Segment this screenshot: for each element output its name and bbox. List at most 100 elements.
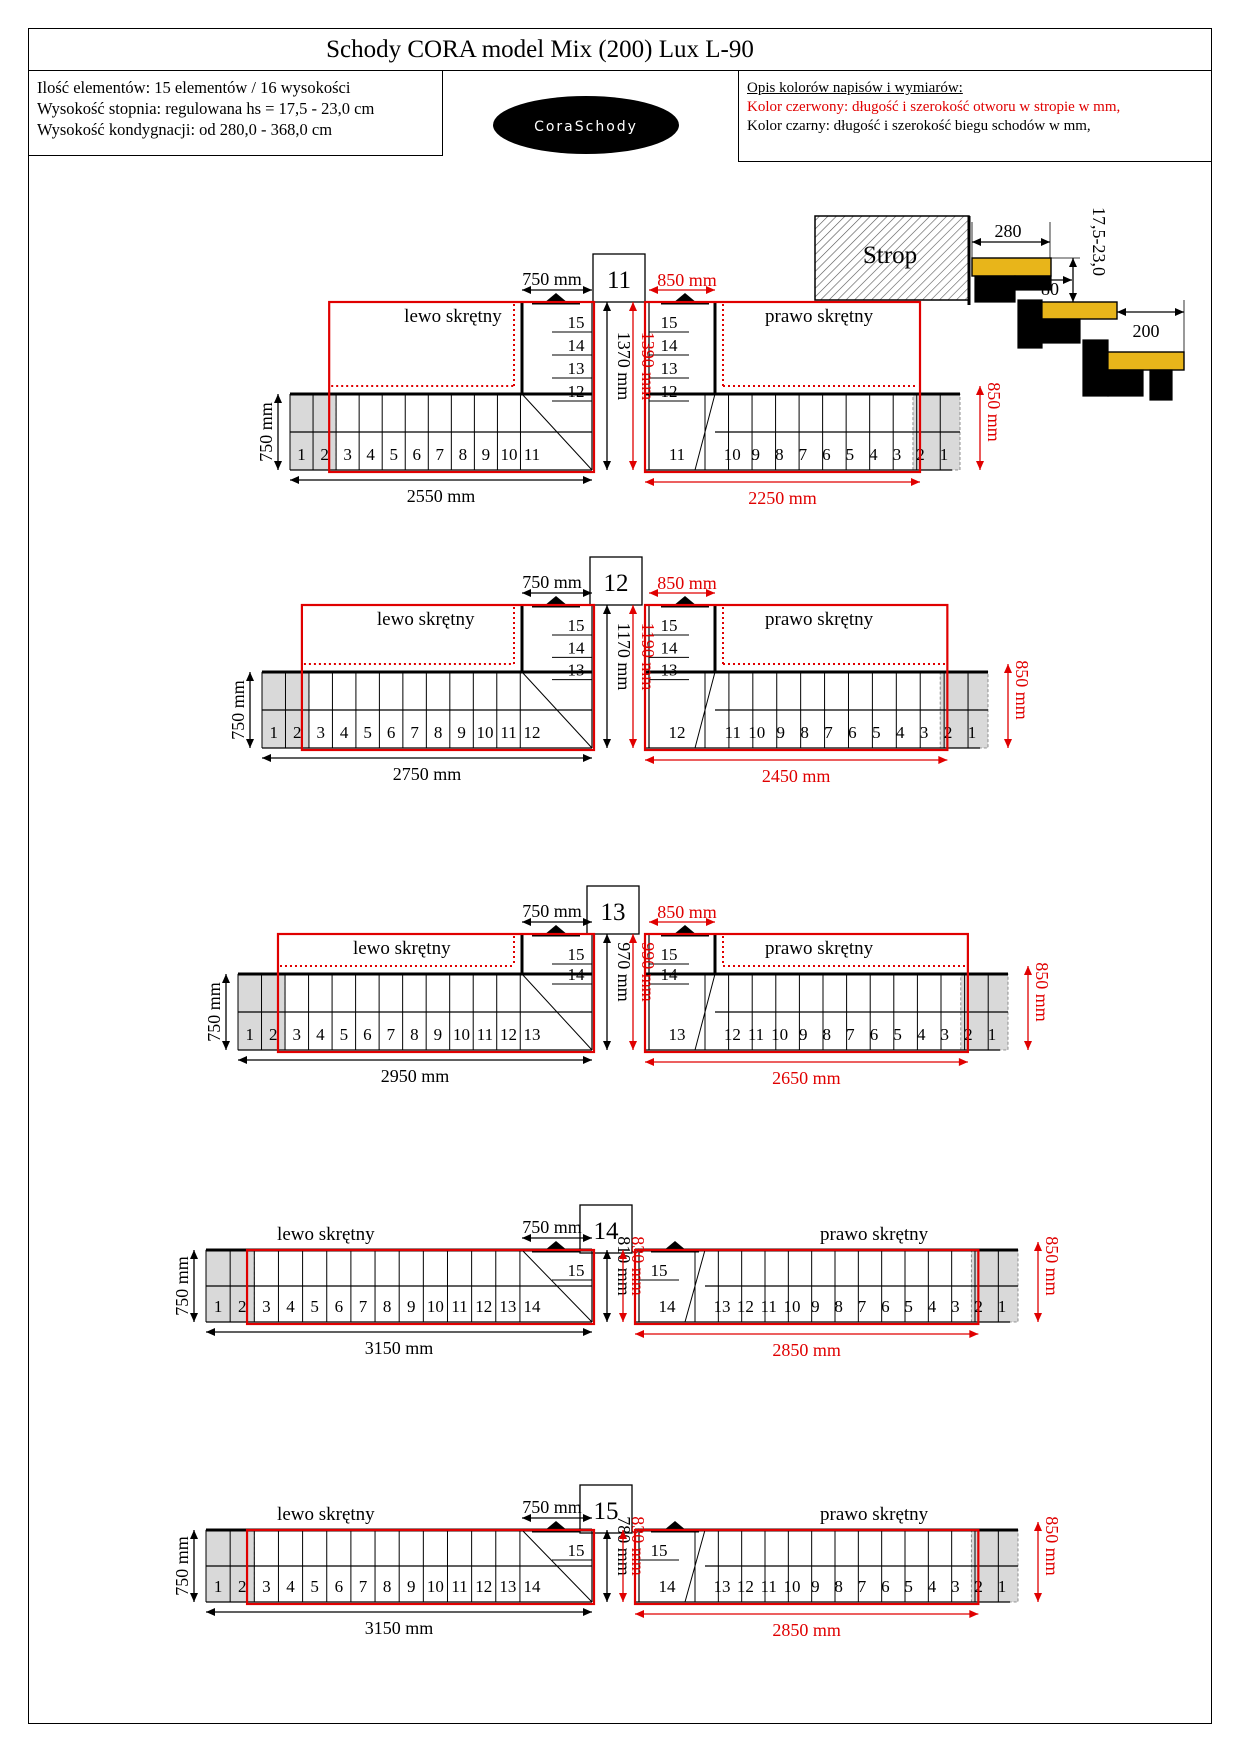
dim-200-arrow-0 (1117, 308, 1126, 316)
variant-number: 12 (604, 570, 629, 597)
left-step-number: 10 (453, 1025, 470, 1044)
left-turn-number: 15 (568, 313, 585, 332)
left-length-dim-arrow-0 (206, 1608, 215, 1616)
info-step-height: Wysokość stopnia: regulowana hs = 17,5 -… (37, 99, 375, 118)
left-label: lewo skrętny (277, 1224, 375, 1245)
left-turn-number: 15 (568, 1261, 585, 1280)
left-step-number: 5 (310, 1297, 319, 1316)
tread-3 (1104, 351, 1185, 371)
left-width-dim-arrow-0 (522, 918, 531, 926)
right-step-number: 5 (893, 1025, 902, 1044)
right-step-number: 4 (917, 1025, 926, 1044)
right-step-number: 6 (822, 445, 831, 464)
left-step-number: 10 (427, 1577, 444, 1596)
left-arrow-marker (544, 1241, 568, 1251)
right-step-number: 11 (725, 723, 741, 742)
left-step-number: 2 (238, 1577, 247, 1596)
info-elements: Ilość elementów: 15 elementów / 16 wysok… (37, 78, 351, 97)
left-height-dim-arrow-1 (603, 1313, 611, 1322)
left-width-dim (522, 286, 592, 294)
strop-label: Strop (863, 242, 917, 269)
right-winder-diag (694, 973, 716, 1051)
right-step-number: 1 (998, 1297, 1007, 1316)
right-arrow-marker (663, 1521, 687, 1531)
right-width-dim (649, 589, 715, 597)
right-side-dim (1034, 1242, 1042, 1322)
left-length-dim-arrow-1 (583, 1328, 592, 1336)
left-step-number: 9 (407, 1577, 416, 1596)
left-width-dim (522, 1514, 592, 1522)
right-height-dim-text: 1390 mm (638, 332, 658, 401)
dim-200 (1117, 308, 1184, 316)
left-height-dim-arrow-0 (603, 1530, 611, 1539)
left-width-dim (522, 1234, 592, 1242)
right-step-number: 11 (760, 1577, 776, 1596)
left-step-number: 8 (459, 445, 468, 464)
left-side-dim-arrow-1 (274, 461, 282, 470)
left-arrow-marker (544, 596, 568, 606)
left-turn-number: 12 (568, 382, 585, 401)
left-step-number: 10 (500, 445, 517, 464)
right-side-dim (1004, 664, 1012, 748)
left-side-dim-arrow-0 (222, 974, 230, 983)
left-opening-outline (245, 1528, 596, 1606)
left-width-dim-arrow-0 (522, 1234, 531, 1242)
left-width-dim-text: 750 mm (522, 1217, 582, 1237)
stringer-2a (1017, 299, 1043, 349)
right-height-dim-arrow-0 (629, 934, 637, 943)
left-step-number: 8 (410, 1025, 419, 1044)
right-step-number: 4 (869, 445, 878, 464)
right-length-dim-arrow-1 (938, 756, 948, 764)
right-turn-number: 15 (661, 616, 678, 635)
left-height-dim-arrow-1 (603, 1041, 611, 1050)
right-step-number: 12 (669, 723, 686, 742)
legend-title: Opis kolorów napisów i wymiarów: (747, 80, 963, 96)
left-step-number: 10 (477, 723, 494, 742)
right-step-number: 4 (928, 1577, 937, 1596)
right-step-number: 3 (941, 1025, 950, 1044)
dim-280-text: 280 (995, 221, 1022, 241)
left-length-dim-arrow-0 (290, 476, 299, 484)
right-winder-diag (694, 393, 716, 471)
left-step-number: 4 (286, 1577, 295, 1596)
right-side-dim-text: 850 mm (1012, 660, 1032, 720)
strop-slab (814, 215, 970, 301)
left-side-dim-text: 750 mm (204, 982, 224, 1042)
left-opening-outline (328, 300, 596, 474)
right-step-number: 5 (872, 723, 881, 742)
left-arrow-marker (544, 1521, 568, 1531)
right-side-dim-text: 850 mm (1042, 1236, 1062, 1296)
cora-logo: CoraSchody (493, 96, 679, 154)
left-label: lewo skrętny (353, 938, 451, 959)
legend-red-line: Kolor czerwony: długość i szerokość otwo… (747, 99, 1121, 115)
left-height-dim-arrow-0 (603, 1250, 611, 1259)
dim-80-arrow-1 (1063, 276, 1072, 284)
right-label: prawo skrętny (820, 1504, 929, 1525)
left-step-number: 1 (269, 723, 278, 742)
left-length-dim-arrow-0 (206, 1328, 215, 1336)
left-step-number: 7 (410, 723, 419, 742)
right-step-number: 5 (846, 445, 855, 464)
right-height-dim (619, 1250, 627, 1322)
right-arrow-marker (673, 925, 697, 935)
left-height-dim-text: 810 mm (614, 1236, 634, 1296)
right-opening-outline (643, 300, 922, 474)
left-label: lewo skrętny (277, 1504, 375, 1525)
left-label: lewo skrętny (377, 609, 475, 630)
right-step-number: 6 (870, 1025, 879, 1044)
left-length-dim-arrow-0 (238, 1056, 247, 1064)
variant-number: 14 (594, 1218, 620, 1245)
left-width-dim (522, 918, 592, 926)
right-length-dim-text: 2850 mm (772, 1340, 841, 1360)
left-width-dim-arrow-1 (583, 286, 592, 294)
right-turn-number: 15 (661, 313, 678, 332)
left-length-dim-arrow-0 (262, 754, 271, 762)
left-width-dim-arrow-1 (583, 589, 592, 597)
left-side-dim-arrow-0 (274, 394, 282, 403)
right-side-dim-arrow-1 (1034, 1313, 1042, 1322)
right-length-dim (645, 478, 921, 486)
